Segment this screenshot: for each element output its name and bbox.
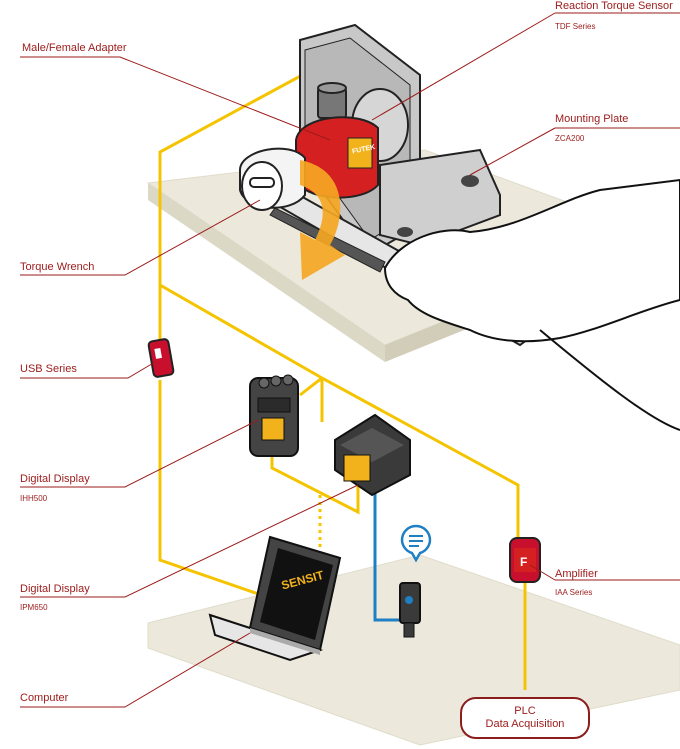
reaction-sensor-label: Reaction Torque Sensor — [555, 0, 673, 12]
digital-display-1-label: Digital Display — [20, 473, 90, 485]
usb-device-icon — [147, 338, 175, 378]
adapter-label: Male/Female Adapter — [22, 42, 127, 54]
rotation-arrow-icon — [300, 160, 345, 280]
amplifier-label: Amplifier — [555, 568, 598, 580]
svg-text:F: F — [520, 555, 527, 569]
upper-platform-side-left — [148, 183, 385, 362]
mounting-plate-sub: ZCA200 — [555, 134, 585, 143]
usb-label: USB Series — [20, 363, 77, 375]
computer-label: Computer — [20, 692, 69, 704]
wireless-receiver — [399, 582, 421, 638]
plc-line1: PLC — [514, 705, 536, 717]
digital-display-2-sub: IPM650 — [20, 603, 48, 612]
laptop-computer: SENSIT — [208, 535, 342, 662]
hand-illustration — [383, 178, 680, 343]
plc-line2: Data Acquisition — [485, 718, 565, 730]
amplifier-device: F — [509, 537, 541, 583]
amplifier-sub: IAA Series — [555, 588, 593, 597]
reaction-sensor-sub: TDF Series — [555, 22, 596, 31]
mounting-plate-label: Mounting Plate — [555, 113, 629, 125]
plc-box: PLC Data Acquisition — [460, 697, 590, 739]
cuff-line — [539, 329, 680, 431]
chat-bubble-icon — [400, 524, 432, 563]
sensor-brand-text: FUTEK — [352, 144, 376, 156]
blue-cable — [373, 490, 405, 622]
digital-display-1-sub: IHH500 — [20, 494, 48, 503]
digital-display-2-label: Digital Display — [20, 583, 90, 595]
handheld-display-device — [249, 374, 299, 457]
torque-wrench-label: Torque Wrench — [20, 261, 95, 273]
panel-meter-device — [334, 413, 411, 497]
leader-lines — [20, 12, 680, 708]
